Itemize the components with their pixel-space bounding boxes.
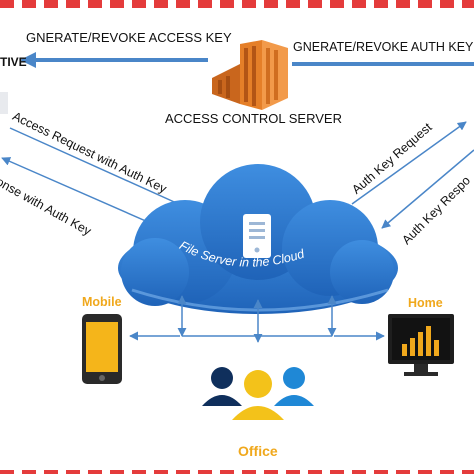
arrow-access-request	[9, 127, 193, 211]
top-dashed-border	[0, 0, 474, 8]
monitor-bar-chart-icon	[388, 314, 454, 376]
generate-auth-key-label: GNERATE/REVOKE AUTH KEY	[293, 40, 474, 54]
users-group-icon	[202, 367, 314, 420]
edge-box	[0, 92, 8, 114]
server-stack-icon	[212, 40, 288, 110]
arrow-generate-access-key	[20, 52, 208, 68]
office-label: Office	[238, 443, 278, 459]
file-server-icon	[243, 214, 271, 258]
left-edge-fragment-label: TIVE	[0, 55, 27, 69]
mobile-label: Mobile	[82, 295, 122, 309]
cloud-connectors	[129, 295, 385, 343]
mobile-phone-icon	[82, 314, 122, 384]
arrow-auth-key-response	[381, 149, 474, 229]
bottom-dashed-border	[0, 470, 474, 474]
generate-access-key-label: GNERATE/REVOKE ACCESS KEY	[26, 30, 232, 45]
arrow-auth-key-request	[351, 121, 467, 205]
access-control-server-label: ACCESS CONTROL SERVER	[165, 111, 342, 126]
home-label: Home	[408, 296, 443, 310]
